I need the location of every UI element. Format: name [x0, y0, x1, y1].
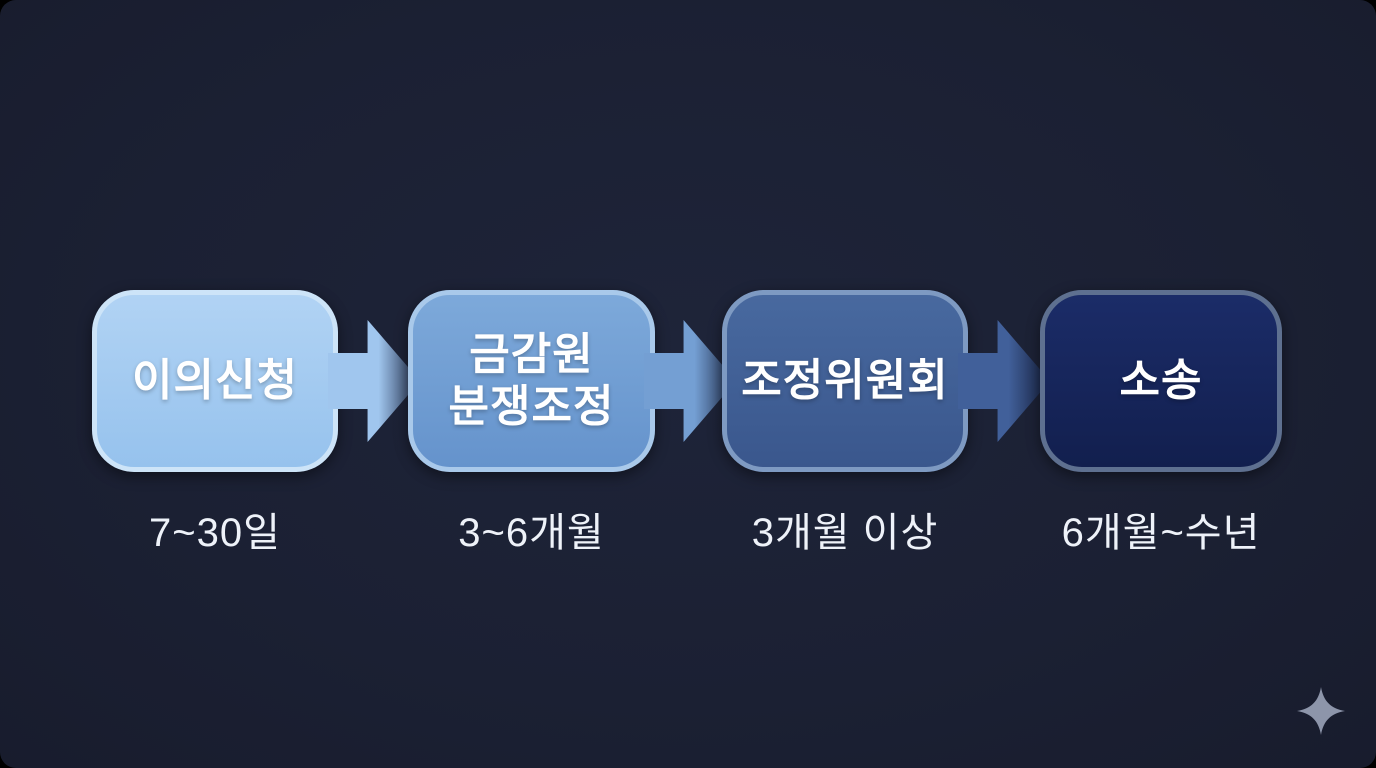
step-box: 조정위원회: [722, 290, 968, 472]
flow-step-fss-dispute-mediation: 금감원 분쟁조정 3~6개월: [408, 290, 655, 555]
flow-step-litigation: 소송 6개월~수년: [1040, 290, 1282, 555]
sparkle-shape: [1297, 687, 1345, 735]
step-box: 금감원 분쟁조정: [408, 290, 655, 472]
step-label: 금감원 분쟁조정: [448, 330, 615, 431]
step-box: 소송: [1040, 290, 1282, 472]
step-box: 이의신청: [92, 290, 338, 472]
step-label: 이의신청: [132, 356, 298, 406]
flow-step-complaint: 이의신청 7~30일: [92, 290, 338, 555]
step-label: 조정위원회: [741, 356, 949, 406]
flow-arrow-icon: [328, 320, 420, 442]
flow-arrow-icon: [958, 320, 1050, 442]
flow-step-mediation-committee: 조정위원회 3개월 이상: [722, 290, 968, 555]
step-duration: 7~30일: [149, 511, 281, 555]
sparkle-icon: [1297, 687, 1345, 735]
step-duration: 3~6개월: [458, 511, 605, 555]
step-duration: 6개월~수년: [1061, 511, 1261, 555]
step-label: 소송: [1119, 356, 1203, 406]
step-duration: 3개월 이상: [751, 511, 939, 555]
